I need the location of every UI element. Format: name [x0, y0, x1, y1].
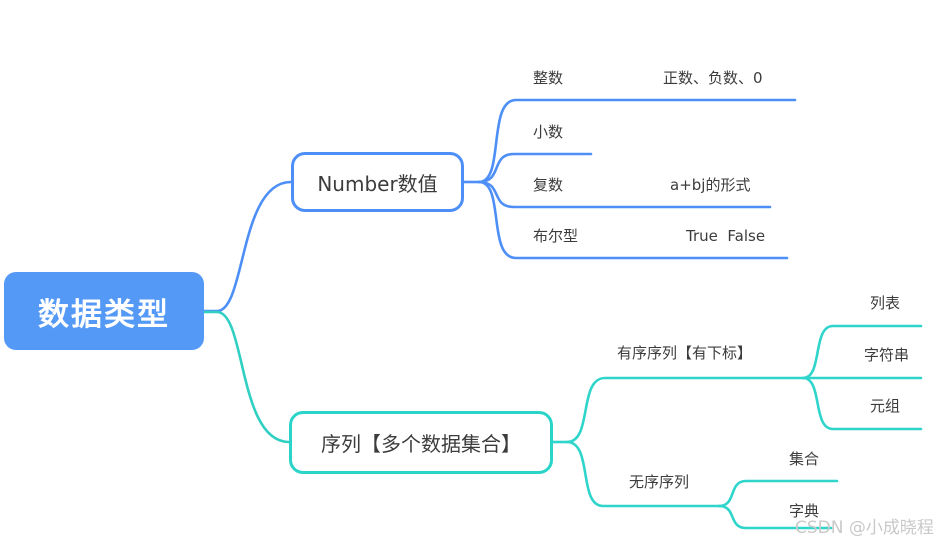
- root-node-data-types[interactable]: 数据类型: [4, 272, 204, 350]
- branch-node-sequence-label: 序列【多个数据集合】: [321, 432, 521, 456]
- edge-unordered-set: [717, 479, 839, 508]
- topic-string[interactable]: 字符串: [864, 346, 910, 364]
- topic-boolean-detail[interactable]: True False: [686, 227, 766, 245]
- edge-root-number: [202, 180, 293, 313]
- topic-dict[interactable]: 字典: [789, 502, 820, 520]
- edge-number-integer: [477, 98, 797, 184]
- branch-node-sequence[interactable]: 序列【多个数据集合】: [289, 411, 553, 474]
- branch-node-number-label: Number数值: [317, 171, 438, 196]
- topic-decimal[interactable]: 小数: [533, 123, 564, 141]
- branch-node-number[interactable]: Number数值: [291, 152, 464, 212]
- topic-unordered-sequence[interactable]: 无序序列: [629, 473, 690, 491]
- root-node-label: 数据类型: [38, 296, 170, 333]
- topic-complex-detail[interactable]: a+bj的形式: [670, 176, 751, 194]
- edge-sequence-ordered: [565, 376, 805, 444]
- topic-integer[interactable]: 整数: [533, 69, 564, 87]
- edge-ordered-tuple: [801, 376, 923, 431]
- topic-set[interactable]: 集合: [789, 450, 820, 468]
- topic-boolean[interactable]: 布尔型: [533, 227, 579, 245]
- topic-tuple[interactable]: 元组: [870, 397, 901, 415]
- topic-list[interactable]: 列表: [870, 294, 901, 312]
- topic-complex[interactable]: 复数: [533, 176, 564, 194]
- edge-root-sequence: [202, 310, 291, 444]
- csdn-watermark: CSDN @小成晓程: [795, 518, 934, 538]
- topic-ordered-sequence[interactable]: 有序序列【有下标】: [617, 344, 753, 362]
- topic-integer-detail[interactable]: 正数、负数、0: [663, 69, 763, 87]
